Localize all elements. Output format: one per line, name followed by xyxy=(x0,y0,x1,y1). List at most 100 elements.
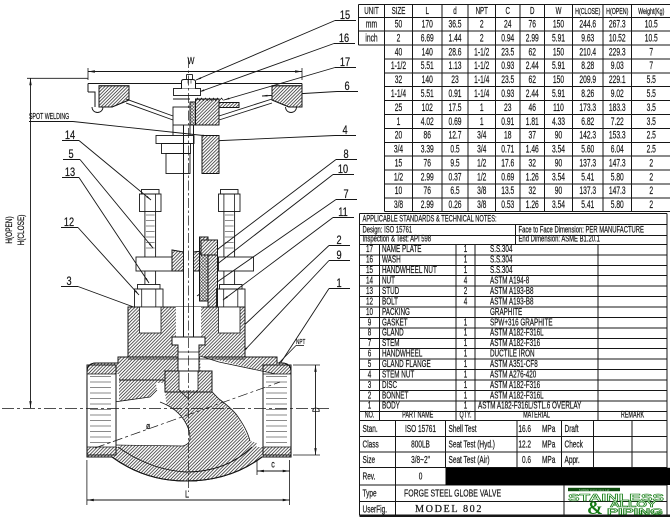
svg-text:2: 2 xyxy=(368,389,372,401)
svg-text:3.54: 3.54 xyxy=(552,198,565,210)
svg-text:14: 14 xyxy=(366,274,373,286)
svg-text:MPa: MPa xyxy=(542,454,555,466)
svg-text:Size: Size xyxy=(363,454,376,466)
svg-text:24: 24 xyxy=(504,18,511,30)
svg-text:36.5: 36.5 xyxy=(448,18,461,30)
svg-text:11: 11 xyxy=(338,207,348,219)
svg-text:ALLOY: ALLOY xyxy=(610,500,657,509)
svg-text:Draft: Draft xyxy=(565,422,580,434)
svg-text:NUT: NUT xyxy=(382,274,395,286)
svg-text:5.5: 5.5 xyxy=(647,74,656,86)
svg-text:3/8: 3/8 xyxy=(394,198,403,210)
svg-text:110: 110 xyxy=(553,101,564,113)
svg-text:150: 150 xyxy=(553,74,564,86)
svg-text:Rev.: Rev. xyxy=(363,470,376,482)
svg-text:3/4: 3/4 xyxy=(394,143,403,155)
svg-text:3/8~2": 3/8~2" xyxy=(411,454,430,466)
svg-text:3.54: 3.54 xyxy=(552,171,565,183)
svg-text:NPT: NPT xyxy=(476,4,488,16)
svg-text:1/2: 1/2 xyxy=(477,157,486,169)
svg-text:Stan.: Stan. xyxy=(363,422,378,434)
svg-text:ASTM A276-420: ASTM A276-420 xyxy=(490,368,537,380)
svg-text:140: 140 xyxy=(422,46,433,58)
svg-text:UNIT: UNIT xyxy=(364,4,378,16)
svg-text:Appr.: Appr. xyxy=(565,454,580,466)
svg-text:HANDWHEEL: HANDWHEEL xyxy=(382,347,423,359)
svg-text:Weight(Kg): Weight(Kg) xyxy=(638,8,664,16)
svg-text:STEM: STEM xyxy=(382,336,400,348)
svg-text:1-1/2: 1-1/2 xyxy=(474,46,489,58)
svg-text:12.7: 12.7 xyxy=(448,129,461,141)
svg-text:1/2: 1/2 xyxy=(477,171,486,183)
svg-text:1-1/4: 1-1/4 xyxy=(391,87,406,99)
svg-text:Seat Test (Air): Seat Test (Air) xyxy=(449,454,490,466)
svg-text:5.51: 5.51 xyxy=(421,87,434,99)
svg-text:1.26: 1.26 xyxy=(526,198,539,210)
svg-text:MATERIAL: MATERIAL xyxy=(523,409,550,420)
svg-text:32: 32 xyxy=(529,157,536,169)
svg-text:10: 10 xyxy=(395,185,402,197)
svg-text:2: 2 xyxy=(480,32,484,44)
svg-text:QTY.: QTY. xyxy=(459,409,471,420)
svg-text:229.3: 229.3 xyxy=(609,46,626,58)
svg-text:2: 2 xyxy=(649,185,653,197)
svg-text:2.99: 2.99 xyxy=(526,32,539,44)
svg-text:12.2: 12.2 xyxy=(518,438,531,450)
svg-text:1: 1 xyxy=(480,115,484,127)
svg-text:1: 1 xyxy=(464,378,468,390)
svg-text:1-1/2: 1-1/2 xyxy=(474,60,489,72)
svg-text:0.91: 0.91 xyxy=(448,87,461,99)
svg-text:12: 12 xyxy=(366,295,373,307)
svg-text:140: 140 xyxy=(422,74,433,86)
svg-text:13.5: 13.5 xyxy=(501,185,514,197)
svg-text:1-1/4: 1-1/4 xyxy=(474,87,489,99)
svg-text:2: 2 xyxy=(649,198,653,210)
svg-text:0.93: 0.93 xyxy=(501,87,514,99)
svg-text:c: c xyxy=(271,458,275,470)
svg-text:BOLT: BOLT xyxy=(382,295,398,307)
svg-text:10: 10 xyxy=(366,305,373,317)
svg-text:0.26: 0.26 xyxy=(448,198,461,210)
svg-text:NAME PLATE: NAME PLATE xyxy=(382,243,422,255)
svg-text:NO.: NO. xyxy=(365,409,375,420)
svg-text:SHREE xxxxx xxxx Ltd: SHREE xxxxx xxxx Ltd xyxy=(579,488,610,492)
svg-text:2: 2 xyxy=(464,284,468,296)
svg-text:4: 4 xyxy=(368,368,372,380)
svg-text:1.44: 1.44 xyxy=(448,32,461,44)
svg-text:15: 15 xyxy=(395,157,402,169)
svg-text:147.3: 147.3 xyxy=(609,185,626,197)
svg-text:0.69: 0.69 xyxy=(448,115,461,127)
svg-text:STUD: STUD xyxy=(382,284,399,296)
svg-text:0.69: 0.69 xyxy=(501,171,514,183)
svg-text:10.5: 10.5 xyxy=(645,32,658,44)
svg-text:5.41: 5.41 xyxy=(581,171,594,183)
svg-text:ASTM A194-8: ASTM A194-8 xyxy=(490,274,530,286)
svg-text:147.3: 147.3 xyxy=(609,157,626,169)
svg-text:76: 76 xyxy=(424,185,431,197)
svg-text:3.54: 3.54 xyxy=(552,143,565,155)
svg-text:FORGE STEEL GLOBE VALVE: FORGE STEEL GLOBE VALVE xyxy=(404,487,501,499)
svg-text:4.02: 4.02 xyxy=(421,115,434,127)
svg-text:1: 1 xyxy=(480,101,484,113)
svg-text:15: 15 xyxy=(340,10,350,22)
svg-text:6.69: 6.69 xyxy=(421,32,434,44)
svg-text:ASTM A182-F316L: ASTM A182-F316L xyxy=(490,389,544,401)
svg-text:2.99: 2.99 xyxy=(421,198,434,210)
svg-text:16: 16 xyxy=(339,33,349,45)
svg-text:17.5: 17.5 xyxy=(448,101,461,113)
svg-text:Since 1970: Since 1970 xyxy=(638,511,661,517)
svg-text:ASTM A182-F316L/STL.6 OVERLAY: ASTM A182-F316L/STL.6 OVERLAY xyxy=(478,399,582,411)
svg-text:1/2: 1/2 xyxy=(394,171,403,183)
svg-text:4: 4 xyxy=(464,274,468,286)
svg-text:23: 23 xyxy=(504,101,511,113)
svg-text:3.5: 3.5 xyxy=(647,115,656,127)
svg-text:23: 23 xyxy=(451,74,458,86)
svg-text:SIZE: SIZE xyxy=(392,4,406,16)
svg-text:Design: ISO 15761: Design: ISO 15761 xyxy=(363,224,413,235)
svg-text:1.26: 1.26 xyxy=(526,171,539,183)
svg-text:UserFig.: UserFig. xyxy=(363,503,388,515)
svg-text:2: 2 xyxy=(336,235,341,247)
svg-text:10: 10 xyxy=(338,164,348,176)
svg-text:H(CLOSE): H(CLOSE) xyxy=(575,8,600,16)
svg-text:23.5: 23.5 xyxy=(501,46,514,58)
